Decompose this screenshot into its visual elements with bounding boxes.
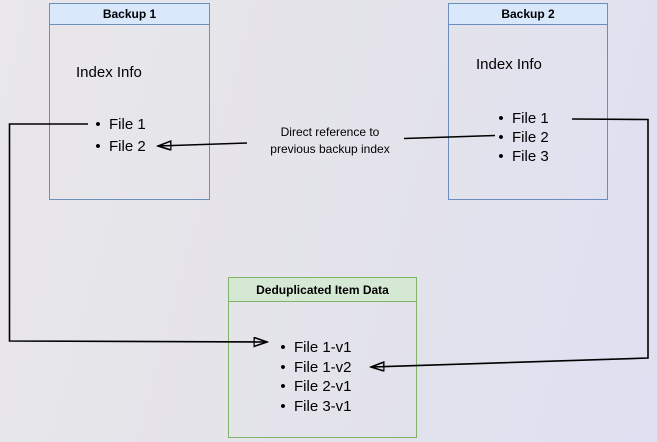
dedup-file-list: • File 1-v1 • File 1-v2 • File 2-v1 • Fi… — [276, 338, 352, 417]
backup1-header: Backup 1 — [50, 4, 209, 25]
dedup-store-node: Deduplicated Item Data • File 1-v1 • Fil… — [228, 277, 417, 438]
list-item: • File 3 — [494, 147, 549, 166]
list-item: • File 1-v1 — [276, 338, 352, 358]
backup1-file-1: File 1 — [109, 116, 146, 134]
backup2-index-info-label: Index Info — [476, 56, 542, 73]
backup2-title: Backup 2 — [501, 7, 555, 21]
edge-annotation: Direct reference to previous backup inde… — [248, 124, 412, 158]
dedup-file-3v1: File 3-v1 — [294, 397, 352, 415]
bullet-icon: • — [95, 116, 101, 134]
bullet-icon: • — [498, 148, 504, 165]
backup2-file-list: • File 1 • File 2 • File 3 — [494, 109, 549, 166]
backup2-node: Backup 2 Index Info • File 1 • File 2 • … — [448, 3, 608, 200]
bullet-icon: • — [280, 378, 286, 396]
backup2-file-2: File 2 — [512, 129, 549, 146]
backup2-header: Backup 2 — [449, 4, 607, 25]
bullet-icon: • — [280, 358, 286, 376]
dedup-file-1v1: File 1-v1 — [294, 339, 352, 357]
list-item: • File 2 — [91, 136, 146, 158]
bullet-icon: • — [498, 129, 504, 146]
backup1-title: Backup 1 — [102, 7, 157, 21]
edge-annotation-line2: previous backup index — [270, 142, 390, 156]
dedup-store-header: Deduplicated Item Data — [229, 278, 416, 302]
bullet-icon: • — [280, 397, 286, 415]
backup2-file-3: File 3 — [512, 148, 549, 165]
backup1-index-info-label: Index Info — [76, 64, 142, 81]
bullet-icon: • — [95, 137, 101, 155]
bullet-icon: • — [280, 339, 286, 357]
list-item: • File 3-v1 — [276, 397, 352, 417]
edge-annotation-line1: Direct reference to — [280, 125, 380, 139]
dedup-store-title: Deduplicated Item Data — [256, 282, 389, 297]
backup1-file-list: • File 1 • File 2 — [91, 114, 146, 158]
dedup-file-1v2: File 1-v2 — [294, 358, 352, 376]
backup2-file-1: File 1 — [512, 110, 549, 127]
list-item: • File 2-v1 — [276, 377, 352, 397]
list-item: • File 1 — [494, 109, 549, 128]
backup1-file-2: File 2 — [109, 137, 146, 155]
backup1-node: Backup 1 Index Info • File 1 • File 2 — [49, 3, 210, 200]
dedup-file-2v1: File 2-v1 — [294, 378, 352, 396]
list-item: • File 1-v2 — [276, 358, 352, 378]
bullet-icon: • — [498, 110, 504, 127]
list-item: • File 1 — [91, 114, 146, 136]
list-item: • File 2 — [494, 128, 549, 147]
